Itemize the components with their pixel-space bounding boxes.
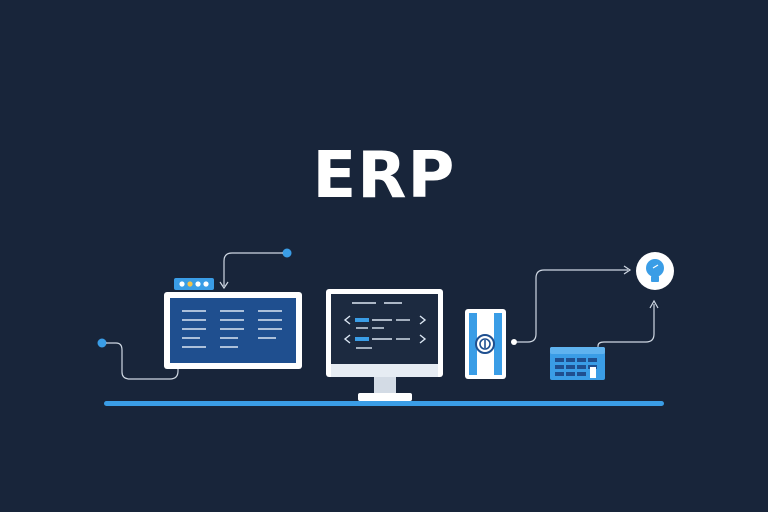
monitor-icon bbox=[326, 289, 443, 401]
page-title: ERP bbox=[312, 139, 456, 213]
phone-icon bbox=[465, 309, 506, 379]
top-connector bbox=[219, 248, 292, 290]
base-line bbox=[104, 401, 664, 406]
right-lower-connector bbox=[597, 299, 659, 348]
laptop-icon bbox=[164, 292, 302, 369]
left-connector bbox=[97, 338, 179, 380]
calendar-icon bbox=[550, 347, 605, 380]
right-upper-connector bbox=[511, 265, 632, 345]
toggle-icon bbox=[174, 278, 214, 290]
lightbulb-icon bbox=[636, 252, 674, 290]
